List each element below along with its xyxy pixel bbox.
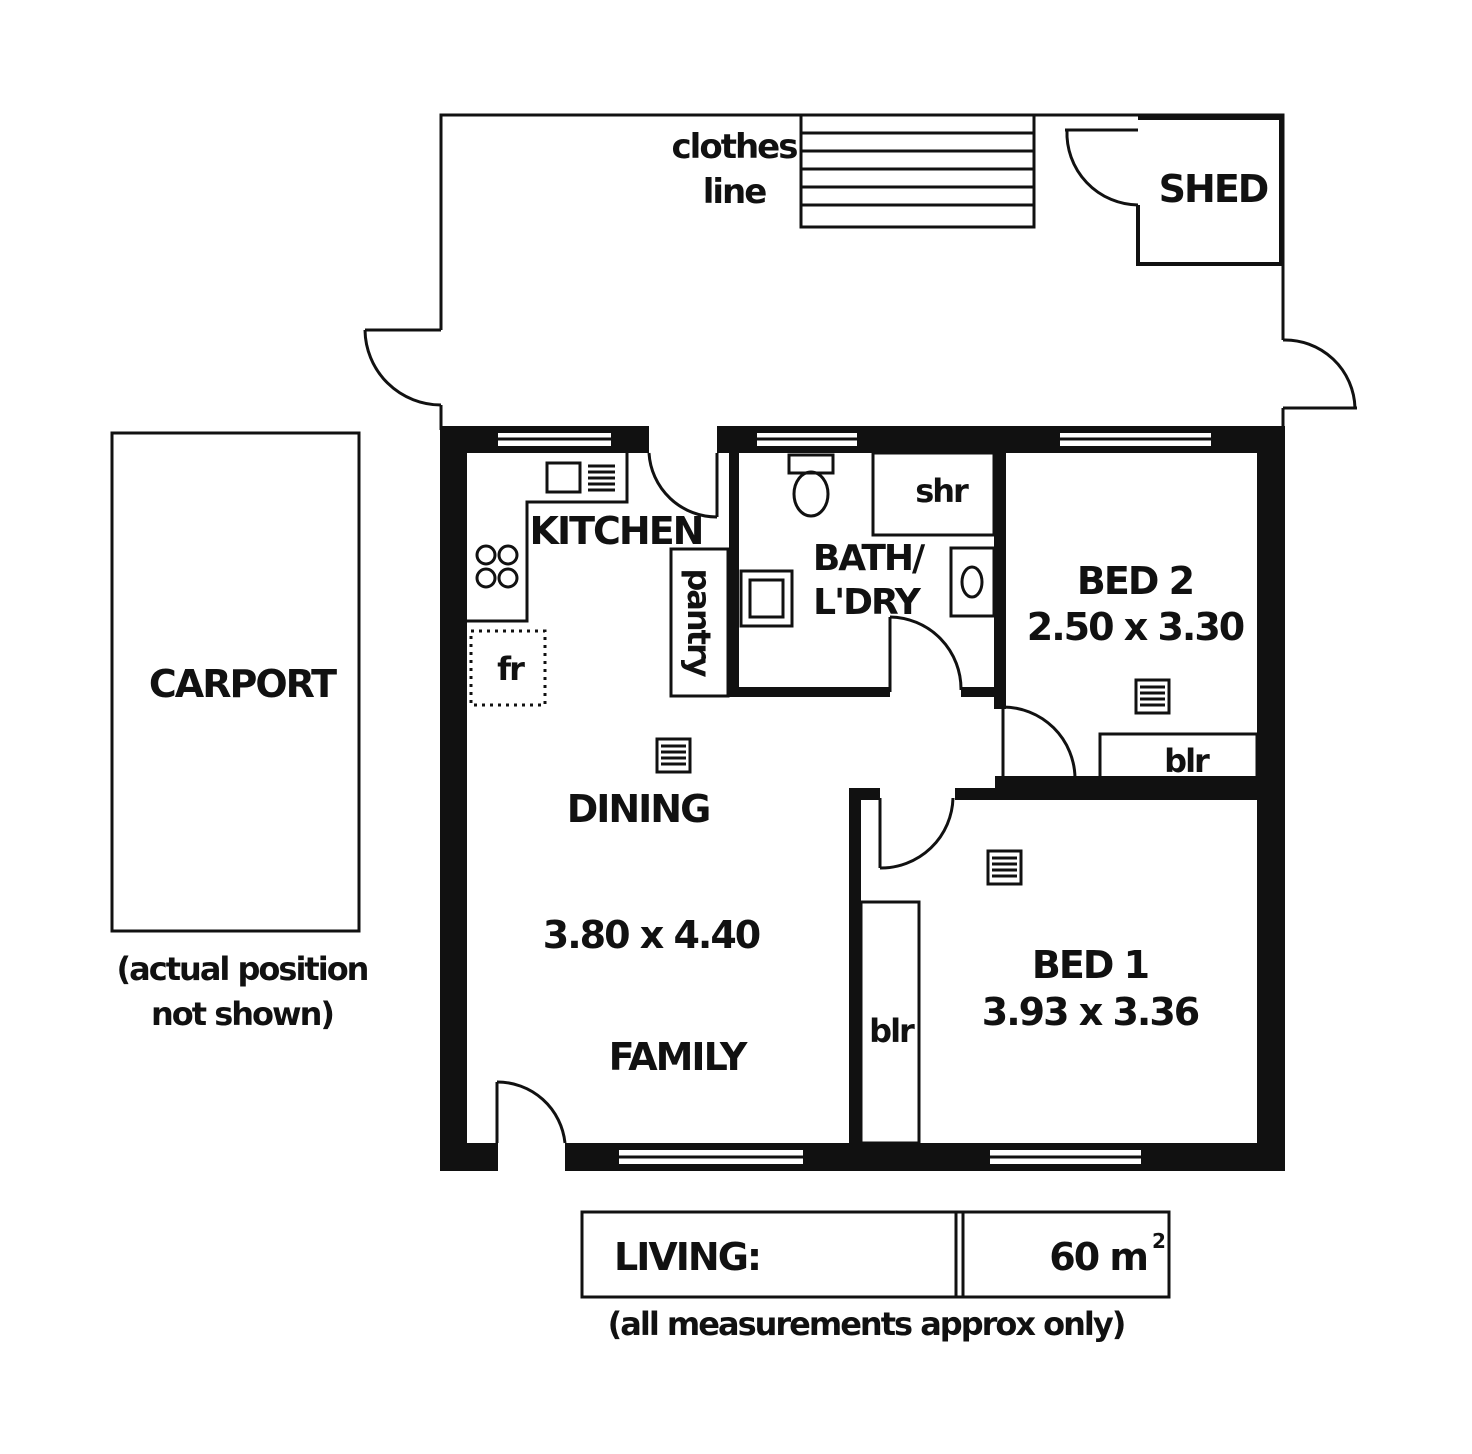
interior-walls	[729, 453, 1285, 1171]
yard-gate-right	[1282, 338, 1357, 410]
clothes-line-label: clothes	[672, 127, 798, 167]
washing-machine-icon	[739, 569, 794, 628]
shower	[871, 451, 996, 537]
carport-note: (actual position	[117, 950, 368, 988]
yard	[439, 113, 1285, 430]
sink-icon	[545, 461, 615, 494]
family-label: FAMILY	[609, 1035, 748, 1079]
clothes-line-label-2: line	[703, 172, 767, 212]
living-size: 3.80 x 4.40	[543, 913, 760, 957]
carport-note-2: not shown)	[151, 995, 333, 1033]
area-table	[580, 1210, 1171, 1299]
door-bath	[888, 615, 963, 692]
area-value: 60 m	[1049, 1235, 1147, 1279]
toilet-icon	[787, 453, 835, 518]
door-bed2	[1001, 705, 1077, 779]
bed2-robe	[1098, 732, 1259, 782]
shower-label: shr	[915, 472, 969, 510]
dining-label: DINING	[567, 787, 710, 831]
windows	[496, 431, 1213, 1166]
fridge-space	[469, 629, 547, 707]
cooktop-icon	[475, 544, 519, 589]
air-vent-icon	[986, 849, 1023, 886]
kitchen-bench	[467, 453, 629, 623]
door-front	[495, 1080, 567, 1144]
clothes-line	[799, 113, 1036, 229]
bed1-label: BED 1	[1032, 943, 1148, 987]
vanity-basin-icon	[949, 546, 996, 618]
door-bed1	[878, 797, 955, 870]
carport-label: CARPORT	[149, 662, 337, 706]
area-unit-superscript: 2	[1152, 1229, 1165, 1253]
yard-gate-left	[363, 328, 442, 407]
area-label: LIVING:	[614, 1235, 760, 1279]
fridge-label: fr	[497, 650, 525, 688]
bed1-robe-label: blr	[869, 1012, 915, 1050]
shed-label: SHED	[1159, 167, 1268, 211]
bed2-size: 2.50 x 3.30	[1027, 605, 1244, 649]
bed2-robe-label: blr	[1164, 742, 1210, 780]
footnote: (all measurements approx only)	[608, 1305, 1125, 1343]
bath-label: BATH/	[813, 538, 926, 579]
bed1-robe	[859, 900, 921, 1145]
carport-outline	[110, 431, 361, 933]
door-back	[647, 452, 719, 519]
bed1-size: 3.93 x 3.36	[982, 990, 1199, 1034]
shed	[1065, 116, 1283, 266]
bed2-label: BED 2	[1077, 559, 1193, 603]
pantry	[669, 547, 730, 698]
bath-label-2: L'DRY	[813, 582, 922, 623]
kitchen-label: KITCHEN	[530, 509, 703, 553]
pantry-label: pantry	[680, 568, 718, 677]
air-vent-icon	[1134, 678, 1171, 715]
air-vent-icon	[655, 737, 692, 774]
